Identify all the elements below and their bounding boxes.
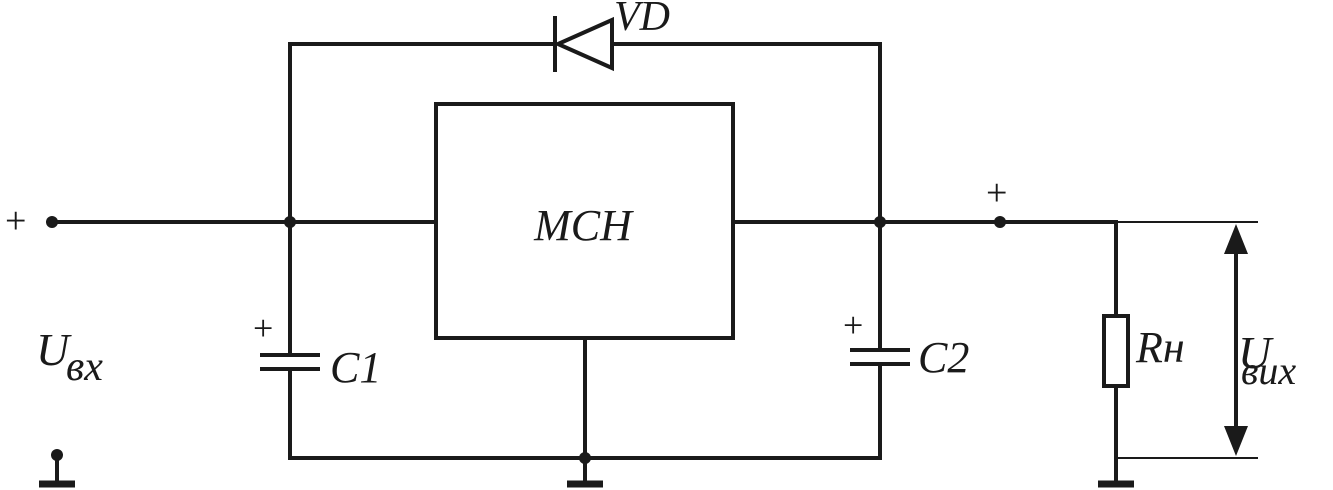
output-voltage-sub: вих bbox=[1241, 348, 1296, 393]
node-ground-junction bbox=[579, 452, 591, 464]
input-plus-sign: + bbox=[5, 200, 26, 242]
c1-label: C1 bbox=[330, 343, 381, 392]
capacitor-c2 bbox=[850, 220, 910, 460]
capacitor-c1 bbox=[260, 220, 320, 460]
c2-plus-sign: + bbox=[843, 305, 863, 345]
diode-label: VD bbox=[614, 0, 670, 40]
output-voltage-label: U вих bbox=[1238, 327, 1296, 393]
input-ground-terminal bbox=[39, 449, 75, 488]
output-terminal bbox=[994, 216, 1006, 228]
c2-label: C2 bbox=[918, 333, 969, 382]
output-voltage-main: U bbox=[1238, 327, 1274, 378]
input-terminal bbox=[46, 216, 58, 228]
input-voltage-sub: вх bbox=[66, 344, 103, 390]
c1-plus-sign: + bbox=[253, 308, 273, 348]
load-label: Rн bbox=[1135, 323, 1185, 372]
input-voltage-label: U вх bbox=[36, 324, 103, 390]
diode-vd bbox=[553, 16, 614, 72]
output-plus-sign: + bbox=[986, 172, 1007, 214]
regulator-label: МСН bbox=[533, 201, 634, 250]
input-voltage-main: U bbox=[36, 324, 72, 375]
load-resistor bbox=[1098, 220, 1134, 488]
output-voltage-arrow bbox=[1116, 221, 1258, 459]
diode-loop-wires bbox=[288, 42, 882, 224]
